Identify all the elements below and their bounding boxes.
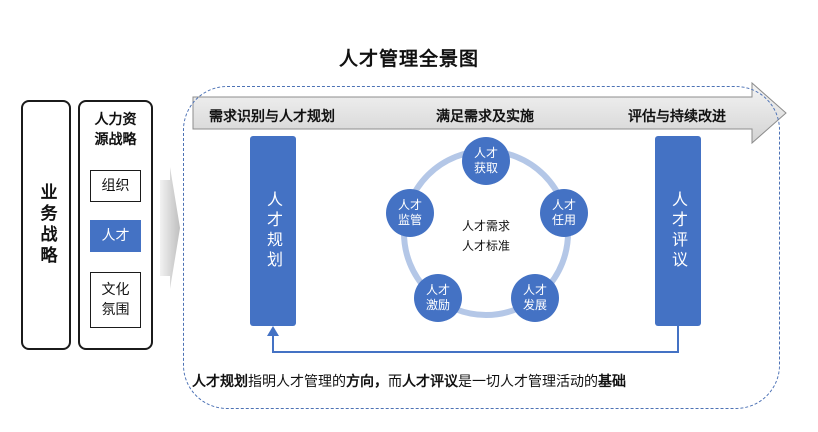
hr-item-culture-line1: 文化 bbox=[101, 282, 130, 298]
flow-arrow bbox=[160, 167, 180, 289]
hr-strategy-box: 人力资 源战略 组织 人才 文化 氛围 bbox=[78, 100, 153, 350]
phase-label-implementation: 满足需求及实施 bbox=[436, 109, 534, 125]
cycle-center-text: 人才需求 人才标准 bbox=[441, 216, 531, 256]
phase-label-evaluation: 评估与持续改进 bbox=[628, 109, 726, 125]
talent-review-label: 人才评议 bbox=[669, 191, 688, 271]
feedback-arrowhead bbox=[267, 326, 279, 336]
hr-strategy-title-line1: 人力资 bbox=[94, 112, 137, 128]
phase-label-planning: 需求识别与人才规划 bbox=[209, 109, 335, 125]
hr-item-culture: 文化 氛围 bbox=[90, 272, 141, 328]
talent-management-panel bbox=[183, 86, 780, 409]
hr-strategy-title-line2: 源战略 bbox=[94, 132, 137, 148]
feedback-line bbox=[272, 326, 679, 353]
talent-review-bar: 人才评议 bbox=[655, 136, 701, 326]
hr-item-organization: 组织 bbox=[90, 170, 141, 202]
cycle-center-line2: 人才标准 bbox=[461, 239, 510, 253]
cycle-node-motivate: 人才激励 bbox=[414, 274, 462, 322]
cycle-node-acquire: 人才获取 bbox=[462, 137, 510, 185]
hr-item-culture-line2: 氛围 bbox=[101, 302, 130, 318]
cycle-node-supervise: 人才监管 bbox=[386, 189, 434, 237]
bottom-caption: 人才规划指明人才管理的方向，而人才评议是一切人才管理活动的基础 bbox=[192, 374, 626, 390]
talent-planning-label: 人才规划 bbox=[264, 191, 283, 271]
business-strategy-label: 业务战略 bbox=[36, 183, 57, 267]
cycle-node-develop: 人才发展 bbox=[511, 274, 559, 322]
business-strategy-box: 业务战略 bbox=[21, 100, 71, 350]
cycle-center-line1: 人才需求 bbox=[461, 219, 510, 233]
talent-planning-bar: 人才规划 bbox=[250, 136, 296, 326]
hr-item-talent: 人才 bbox=[90, 220, 141, 252]
hr-strategy-title: 人力资 源战略 bbox=[80, 110, 151, 150]
page-title: 人才管理全景图 bbox=[338, 48, 479, 70]
cycle-node-employ: 人才任用 bbox=[540, 189, 588, 237]
